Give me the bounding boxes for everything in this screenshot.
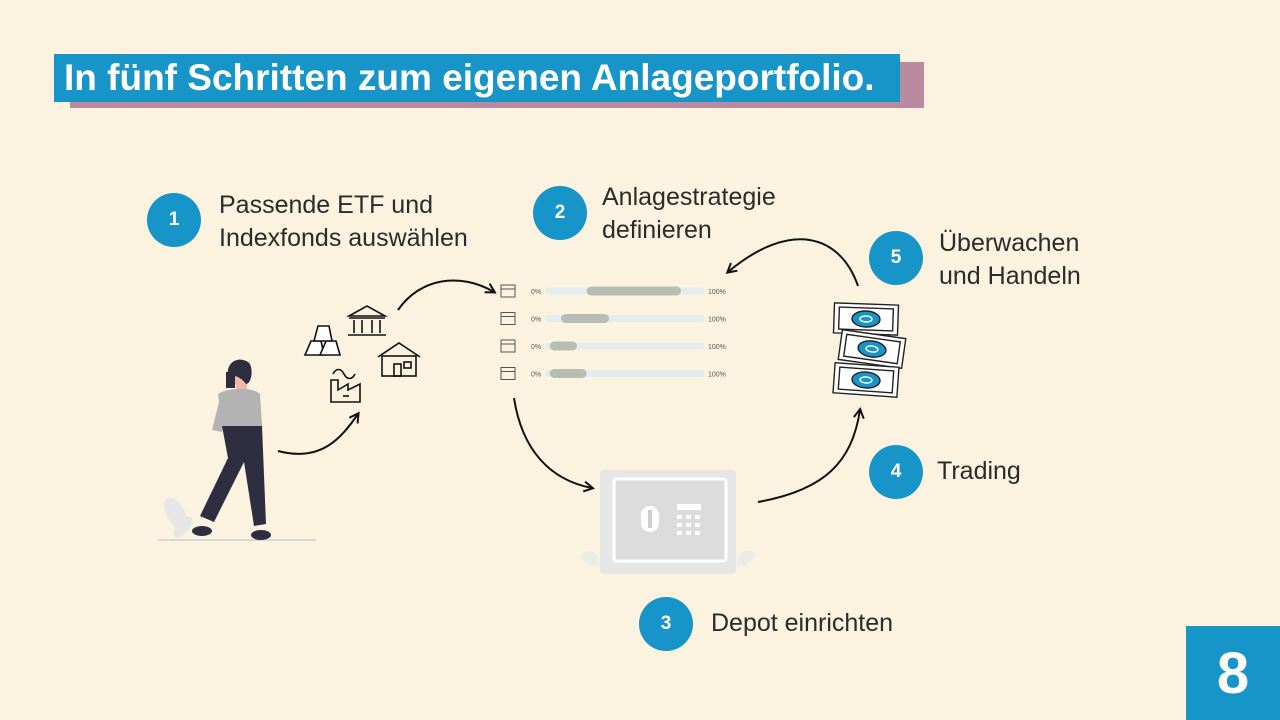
step-5: 5 Überwachen und Handeln [869, 231, 1081, 293]
arrow-person-to-assets [278, 414, 358, 454]
step-4: 4 Trading [869, 445, 1021, 499]
step-5-label: Überwachen und Handeln [939, 227, 1081, 293]
step-2-label: Anlagestrategie definieren [602, 181, 776, 247]
step-4-label: Trading [937, 455, 1021, 488]
allocation-bar [561, 314, 609, 323]
axis-min-label: 0% [531, 317, 541, 324]
step-1-label: Passende ETF und Indexfonds auswählen [219, 189, 468, 255]
step-2-number: 2 [533, 186, 587, 240]
axis-min-label: 0% [531, 344, 541, 351]
allocation-bar [550, 342, 577, 351]
allocation-bar [587, 287, 681, 296]
arrow-depot-to-trading [758, 410, 860, 502]
gold-bars-icon [501, 368, 515, 380]
step-1-number: 1 [147, 193, 201, 247]
allocation-bar [550, 369, 587, 378]
bank-icon [501, 313, 515, 325]
axis-max-label: 100% [708, 289, 726, 296]
bank-icon [348, 306, 386, 335]
gold-bars-icon [305, 326, 340, 355]
step-5-number: 5 [869, 231, 923, 285]
axis-min-label: 0% [531, 289, 541, 296]
house-icon [501, 340, 515, 352]
factory-icon [501, 285, 515, 297]
arrow-strategy-to-depot [514, 398, 592, 488]
step-2: 2 Anlagestrategie definieren [533, 186, 776, 247]
axis-min-label: 0% [531, 372, 541, 379]
factory-icon [331, 370, 360, 403]
axis-max-label: 100% [708, 317, 726, 324]
person-illustration [158, 360, 316, 541]
step-1: 1 Passende ETF und Indexfonds auswählen [147, 193, 468, 255]
banknotes-icon [833, 303, 906, 397]
house-icon [378, 343, 420, 376]
axis-max-label: 100% [708, 372, 726, 379]
arrow-assets-to-strategy [398, 280, 494, 310]
axis-max-label: 100% [708, 344, 726, 351]
brand-logo: 8 [1186, 626, 1280, 720]
safe-illustration [580, 470, 756, 574]
step-4-number: 4 [869, 445, 923, 499]
allocation-chart: 0% 100% 0% 100% 0% 100% 0% 100% [501, 285, 726, 380]
step-3-label: Depot einrichten [711, 607, 893, 640]
step-3-number: 3 [639, 597, 693, 651]
step-3: 3 Depot einrichten [639, 597, 893, 651]
